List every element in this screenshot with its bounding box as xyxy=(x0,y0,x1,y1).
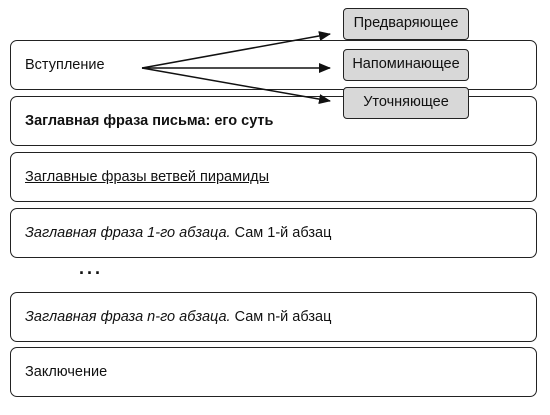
paragraph-n-block: Заглавная фраза n-го абзаца. Сам n-й абз… xyxy=(10,292,537,342)
paragraph-n-body: Сам n-й абзац xyxy=(230,309,332,325)
paragraph-n-headline: Заглавная фраза n-го абзаца. xyxy=(25,309,231,325)
branches-block: Заглавные фразы ветвей пирамиды xyxy=(10,152,537,202)
conclusion-block: Заключение xyxy=(10,347,537,397)
paragraph-1-body: Сам 1-й абзац xyxy=(230,225,332,241)
reminding-label: Напоминающее xyxy=(352,56,460,72)
headline-label: Заглавная фраза письма: его суть xyxy=(25,113,274,129)
preceding-label: Предваряющее xyxy=(353,15,459,31)
paragraph-1-block: Заглавная фраза 1-го абзаца. Сам 1-й абз… xyxy=(10,208,537,258)
branches-label: Заглавные фразы ветвей пирамиды xyxy=(25,169,270,185)
intro-label: Вступление xyxy=(25,57,105,73)
ellipsis: ... xyxy=(79,258,104,278)
clarifying-label: Уточняющее xyxy=(363,94,449,110)
reminding-intro-tag: Напоминающее xyxy=(343,49,469,81)
preceding-intro-tag: Предваряющее xyxy=(343,8,469,40)
conclusion-label: Заключение xyxy=(25,364,108,380)
clarifying-intro-tag: Уточняющее xyxy=(343,87,469,119)
paragraph-1-headline: Заглавная фраза 1-го абзаца. xyxy=(25,225,231,241)
